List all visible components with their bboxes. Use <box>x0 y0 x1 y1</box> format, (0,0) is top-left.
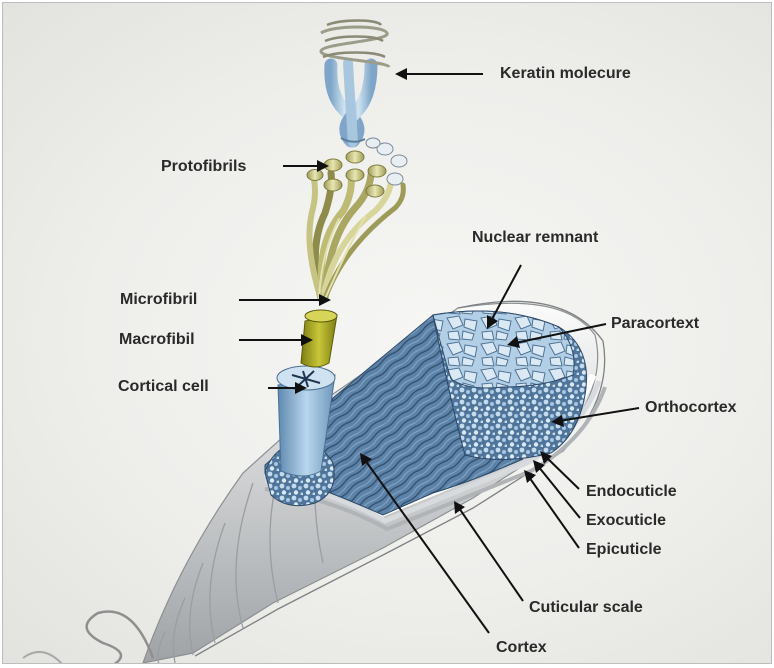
arrow-macrofibil <box>239 334 313 346</box>
label-epicuticle: Epicuticle <box>586 542 662 558</box>
label-keratin-molecule: Keratin molecure <box>500 66 631 82</box>
label-cortex: Cortex <box>496 640 547 656</box>
label-endocuticle: Endocuticle <box>586 484 677 500</box>
label-nuclear-remnant: Nuclear remnant <box>472 230 598 246</box>
label-macrofibil: Macrofibil <box>119 332 195 348</box>
microfibril-strands <box>309 173 403 299</box>
label-orthocortex: Orthocortex <box>645 400 737 416</box>
arrow-exocuticle <box>533 460 580 518</box>
arrow-protofibrils <box>283 160 329 172</box>
label-cuticular-scale: Cuticular scale <box>529 600 643 616</box>
label-cortical-cell: Cortical cell <box>118 379 209 395</box>
label-protofibrils: Protofibrils <box>161 159 246 175</box>
arrow-keratin <box>395 68 483 80</box>
label-microfibril: Microfibril <box>120 292 197 308</box>
arrow-endocuticle <box>540 451 579 489</box>
label-exocuticle: Exocuticle <box>586 513 666 529</box>
keratin-molecule <box>321 21 389 142</box>
arrow-cuticular-scale <box>454 501 523 601</box>
label-paracortext: Paracortext <box>611 316 699 332</box>
